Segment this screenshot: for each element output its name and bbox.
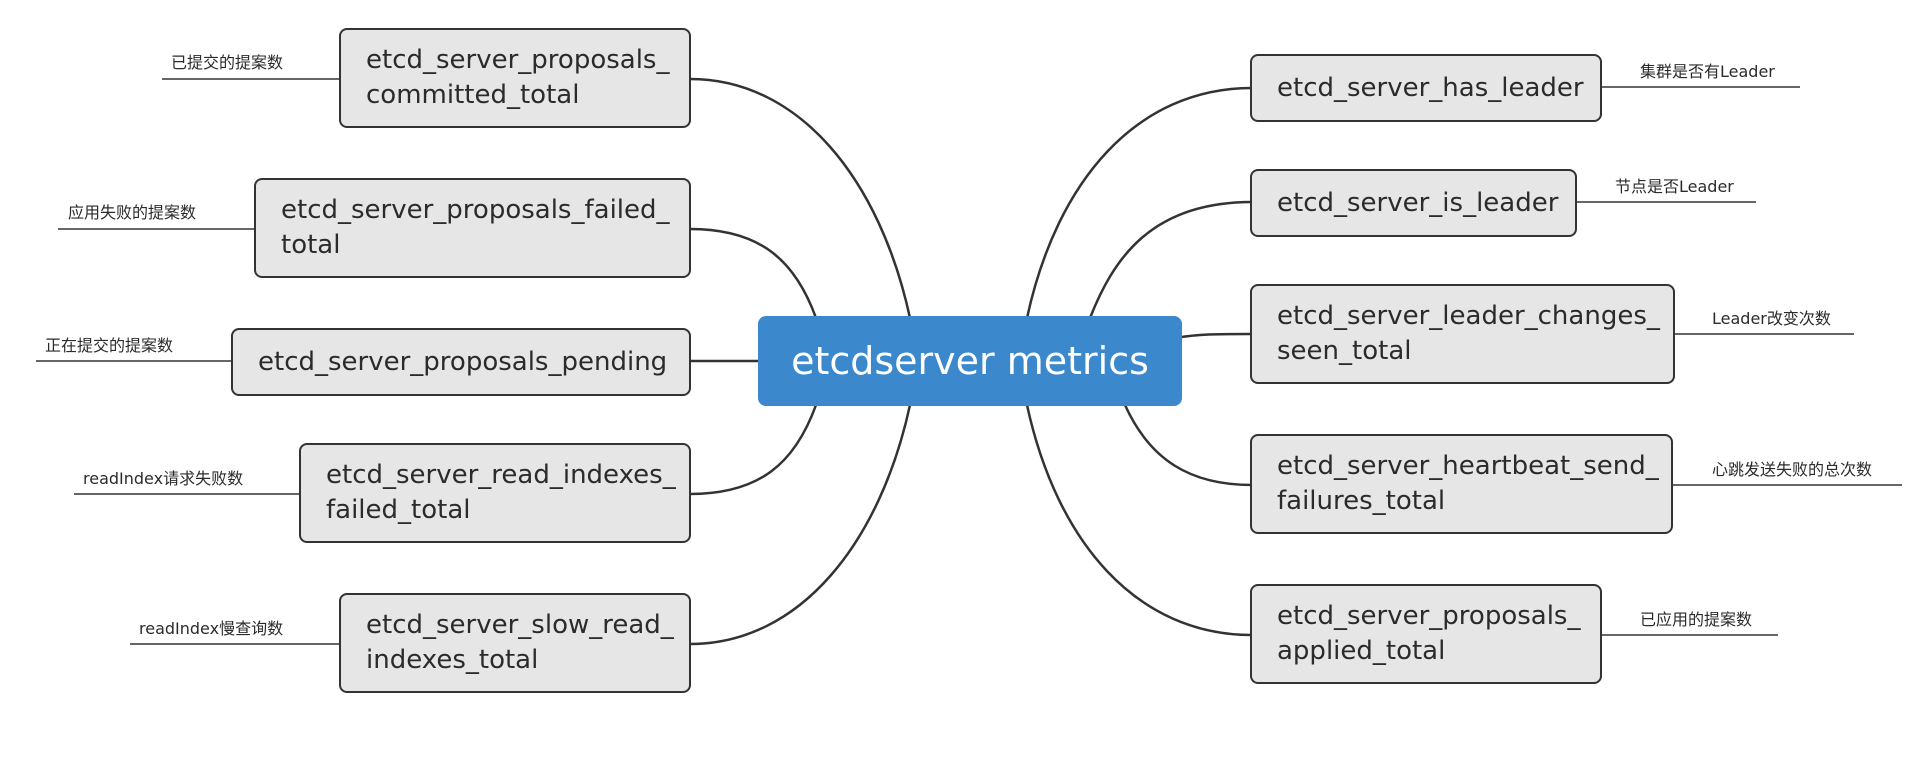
topic-node-left-4[interactable]: etcd_server_slow_read_ indexes_total [339,593,691,693]
connector-right-4 [1025,404,1253,637]
topic-label-line: etcd_server_proposals_ [1277,601,1581,631]
topic-label-line: etcd_server_proposals_ [366,45,670,75]
connector-left-1 [689,227,818,319]
topic-node-left-1[interactable]: etcd_server_proposals_failed_ total [254,178,691,278]
connector-right-0 [1025,86,1253,319]
topic-note-right-0: 集群是否有Leader [1640,62,1775,81]
connector-left-4 [689,404,912,646]
topic-note-left-0: 已提交的提案数 [171,53,284,72]
topic-label-line: etcd_server_is_leader [1277,188,1559,218]
topic-node-right-1[interactable]: etcd_server_is_leader [1250,169,1577,237]
topic-label-line: etcd_server_proposals_pending [258,347,668,377]
connector-left-3 [689,404,818,496]
topic-note-right-4: 已应用的提案数 [1640,610,1753,629]
topic-label-line: etcd_server_has_leader [1277,73,1584,103]
topic-node-right-3[interactable]: etcd_server_heartbeat_send_ failures_tot… [1250,434,1673,534]
central-topic[interactable]: etcdserver metrics [758,316,1182,406]
topic-label-line: etcd_server_leader_changes_ [1277,301,1660,331]
topic-label-line: failed_total [326,495,471,525]
topic-note-right-3: 心跳发送失败的总次数 [1712,460,1873,479]
topic-note-left-3: readIndex请求失败数 [83,469,244,488]
connector-right-2 [1181,332,1253,339]
topic-node-right-2[interactable]: etcd_server_leader_changes_ seen_total [1250,284,1675,384]
topic-node-left-2[interactable]: etcd_server_proposals_pending [231,328,691,396]
topic-label-line: etcd_server_heartbeat_send_ [1277,451,1659,481]
topic-label-line: applied_total [1277,636,1446,666]
central-topic-label: etcdserver metrics [791,339,1149,383]
topic-node-right-4[interactable]: etcd_server_proposals_ applied_total [1250,584,1602,684]
topic-node-left-0[interactable]: etcd_server_proposals_ committed_total [339,28,691,128]
topic-label-line: etcd_server_proposals_failed_ [281,195,670,225]
topic-note-left-1: 应用失败的提案数 [68,203,197,222]
topic-note-right-1: 节点是否Leader [1615,177,1734,196]
topic-label-line: failures_total [1277,486,1446,516]
topic-label-line: seen_total [1277,336,1412,366]
topic-node-left-3[interactable]: etcd_server_read_indexes_ failed_total [299,443,691,543]
topic-label-line: total [281,230,341,260]
connector-right-1 [1088,200,1253,319]
topic-label-line: etcd_server_slow_read_ [366,610,674,640]
connector-left-0 [689,77,912,319]
topic-label-line: indexes_total [366,645,539,675]
topic-note-right-2: Leader改变次数 [1712,309,1831,328]
connector-right-3 [1123,404,1253,487]
topic-note-left-4: readIndex慢查询数 [139,619,284,638]
topic-note-left-2: 正在提交的提案数 [45,336,174,355]
topic-node-right-0[interactable]: etcd_server_has_leader [1250,54,1602,122]
topic-label-line: etcd_server_read_indexes_ [326,460,676,490]
topic-label-line: committed_total [366,80,580,110]
